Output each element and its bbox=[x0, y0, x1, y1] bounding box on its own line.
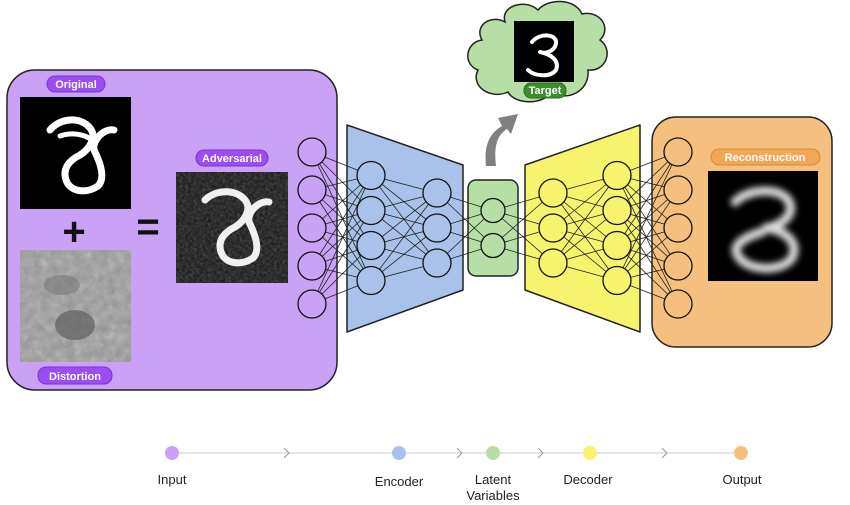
output-node bbox=[663, 251, 693, 281]
legend-dot-output bbox=[734, 446, 748, 460]
legend-dot-decoder bbox=[583, 446, 597, 460]
encoder-node bbox=[356, 230, 386, 261]
connection-line bbox=[616, 151, 679, 246]
connection-line bbox=[616, 175, 679, 267]
decoder-node bbox=[602, 230, 632, 261]
legend-label-encoder: Encoder bbox=[375, 474, 424, 489]
legend-chevron bbox=[537, 447, 544, 459]
input-node bbox=[297, 213, 327, 243]
decoder-node bbox=[602, 160, 632, 191]
connection-line bbox=[311, 210, 372, 305]
connection-line bbox=[311, 175, 372, 267]
connection-line bbox=[616, 189, 679, 281]
target-label-pill bbox=[523, 82, 567, 99]
equals-operator: = bbox=[136, 205, 159, 249]
reconstruction-label-pill bbox=[710, 148, 821, 166]
connection-line bbox=[311, 175, 372, 305]
input-node bbox=[297, 251, 327, 281]
legend-label-output: Output bbox=[722, 472, 761, 487]
legend-label-decoder: Decoder bbox=[563, 472, 613, 487]
network-nodes bbox=[297, 137, 693, 319]
reconstruction-label: Reconstruction bbox=[725, 152, 806, 164]
original-label: Original bbox=[55, 79, 97, 91]
original-digit-image bbox=[20, 97, 131, 209]
legend-label-latent: Latent bbox=[475, 472, 512, 487]
connection-line bbox=[311, 151, 372, 281]
encoder-node bbox=[356, 160, 386, 191]
adversarial-image bbox=[176, 172, 288, 283]
original-label-pill bbox=[46, 75, 106, 93]
connection-line bbox=[616, 175, 679, 305]
decoder-node bbox=[538, 213, 568, 243]
decoder-node bbox=[538, 178, 568, 208]
plus-operator: + bbox=[62, 210, 85, 254]
legend-dot-encoder bbox=[392, 446, 406, 460]
output-node bbox=[663, 289, 693, 319]
connection-line bbox=[311, 151, 372, 246]
decoder-node bbox=[602, 195, 632, 226]
distortion-image bbox=[20, 250, 131, 362]
output-node bbox=[663, 213, 693, 243]
encoder-node bbox=[422, 213, 452, 243]
adversarial-label: Adversarial bbox=[202, 153, 262, 165]
legend-dot-input bbox=[165, 446, 179, 460]
encoder-node bbox=[356, 265, 386, 296]
output-node bbox=[663, 175, 693, 205]
decoder-node bbox=[602, 265, 632, 296]
encoder-node bbox=[422, 248, 452, 278]
target-digit-image bbox=[514, 21, 574, 82]
legend-timeline: Input Encoder Latent Variables Decoder O… bbox=[158, 446, 762, 503]
distortion-label-pill bbox=[37, 366, 113, 385]
connection-line bbox=[311, 189, 372, 281]
legend-label-input: Input bbox=[158, 472, 187, 487]
target-label: Target bbox=[529, 85, 562, 97]
encoder-node bbox=[356, 195, 386, 226]
legend-chevron bbox=[456, 447, 463, 459]
input-node bbox=[297, 175, 327, 205]
reconstruction-image bbox=[708, 171, 818, 281]
input-node bbox=[297, 289, 327, 319]
connection-line bbox=[552, 175, 618, 264]
input-node bbox=[297, 137, 327, 167]
connection-line bbox=[616, 210, 679, 305]
connection-line bbox=[370, 192, 438, 281]
latent-node bbox=[480, 232, 506, 259]
legend-chevron bbox=[661, 447, 668, 459]
legend-dot-latent bbox=[486, 446, 500, 460]
encoder-node bbox=[422, 178, 452, 208]
adversarial-label-pill bbox=[195, 149, 269, 167]
target-arrow bbox=[485, 114, 518, 166]
connection-line bbox=[616, 151, 679, 281]
latent-block bbox=[467, 179, 519, 277]
legend-label-latent-2: Variables bbox=[466, 488, 520, 503]
distortion-label: Distortion bbox=[49, 371, 101, 383]
latent-node bbox=[480, 197, 506, 224]
legend-chevron bbox=[283, 447, 290, 459]
output-node bbox=[663, 137, 693, 167]
decoder-node bbox=[538, 248, 568, 278]
